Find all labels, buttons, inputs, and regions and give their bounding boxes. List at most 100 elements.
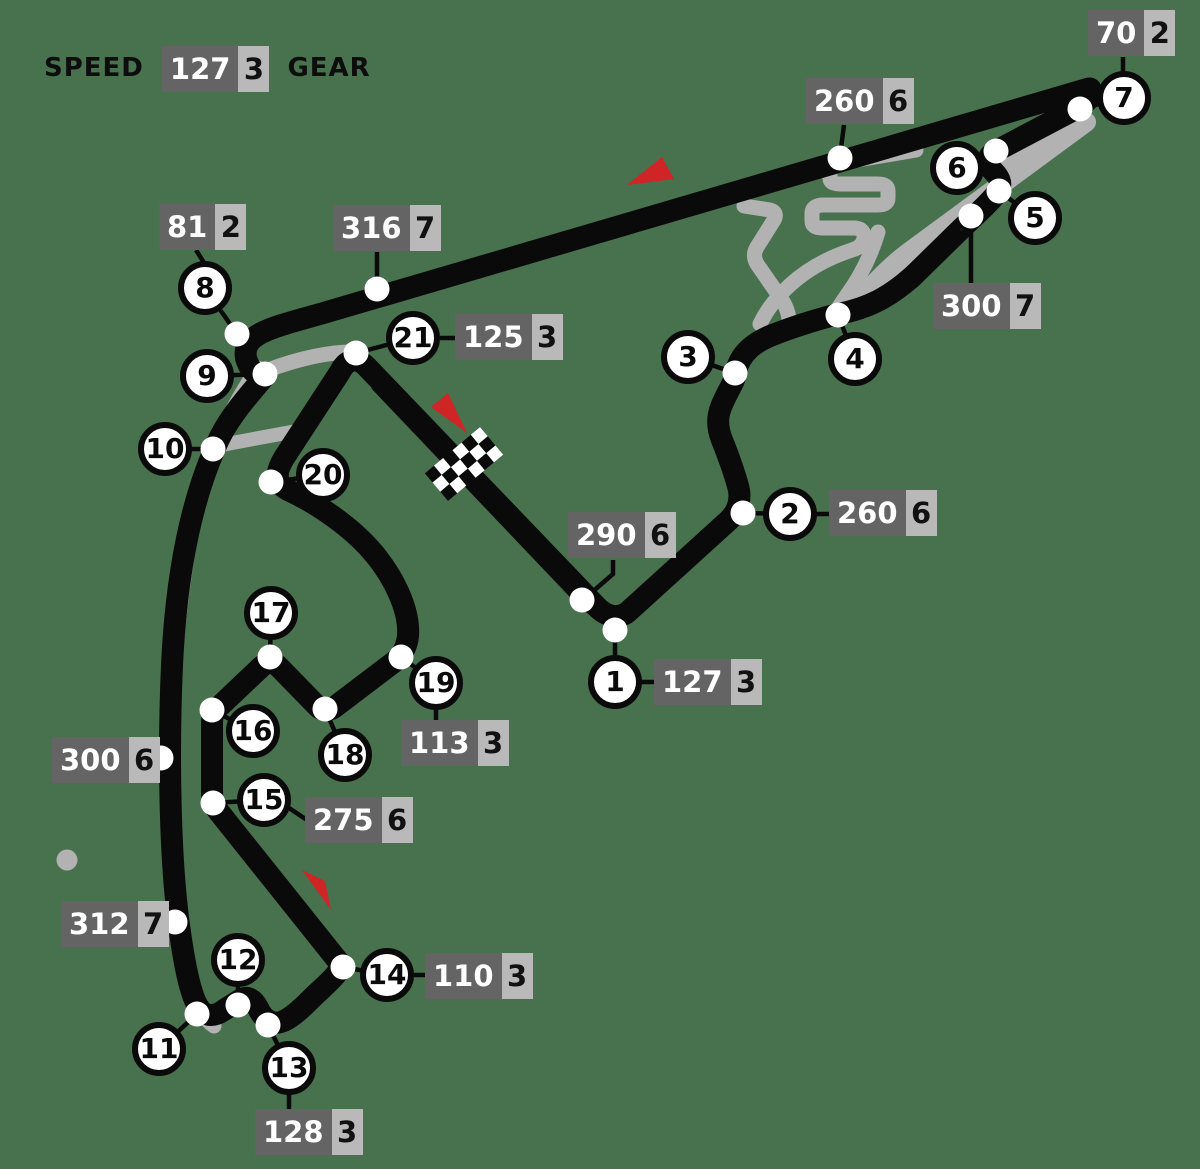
legend-gear-label: GEAR (287, 53, 371, 83)
speed-value: 127 (654, 659, 731, 705)
turn-apex-dot-1 (602, 617, 628, 643)
old-track-diagonal (846, 112, 1096, 315)
gear-value: 7 (409, 205, 441, 251)
turn-apex-dot-4 (825, 302, 851, 328)
gear-value: 3 (477, 720, 509, 766)
corner-marker-4[interactable]: 4 (828, 332, 882, 386)
connector-290 (581, 560, 616, 602)
gear-value: 3 (331, 1109, 363, 1155)
gear-value: 3 (501, 953, 533, 999)
corner-marker-18[interactable]: 18 (318, 728, 372, 782)
speed-value: 290 (568, 512, 645, 558)
checker-square (470, 427, 488, 444)
gear-value: 6 (644, 512, 676, 558)
turn-apex-dot-6 (983, 138, 1009, 164)
checker-square (477, 453, 494, 471)
legend-sample-box: 127 3 (161, 45, 270, 92)
turn-apex-dot-21 (343, 340, 369, 366)
corner-marker-2[interactable]: 2 (763, 487, 817, 541)
direction-arrow-sector3 (302, 870, 331, 910)
checker-square (432, 474, 450, 492)
speed-value: 81 (159, 204, 216, 250)
checker-square (434, 457, 451, 475)
checker-square (424, 465, 442, 483)
corner-marker-7[interactable]: 7 (1097, 71, 1151, 125)
corner-marker-20[interactable]: 20 (296, 448, 350, 502)
gear-value: 3 (730, 659, 762, 705)
legend-sample-gear: 3 (238, 45, 270, 92)
legend-speed-label: SPEED (44, 53, 144, 83)
checker-square (440, 484, 458, 501)
gear-value: 6 (128, 737, 160, 783)
checker-square (443, 450, 461, 468)
speed-point-dot-2 (364, 276, 390, 302)
old-track-maze-zigzag (736, 198, 797, 334)
speed-value: 316 (333, 205, 410, 251)
speed-value: 300 (52, 737, 129, 783)
gear-value: 2 (1144, 10, 1176, 56)
turn-apex-dot-2 (730, 500, 756, 526)
speed-value: 312 (61, 901, 138, 947)
gear-value: 6 (882, 78, 914, 124)
corner-marker-19[interactable]: 19 (409, 656, 463, 710)
legend: SPEED 127 3 GEAR (44, 45, 371, 92)
corner-marker-1[interactable]: 1 (588, 655, 642, 709)
legend-sample-speed: 127 (161, 45, 239, 92)
direction-arrow-start-finish (431, 393, 467, 433)
turn-apex-dot-12 (225, 992, 251, 1018)
gear-value: 6 (905, 490, 937, 536)
checker-square (486, 445, 504, 463)
corner-marker-6[interactable]: 6 (930, 141, 984, 195)
speed-value: 110 (425, 953, 502, 999)
checker-square (469, 443, 487, 461)
gear-value: 7 (137, 901, 169, 947)
checker-square (478, 436, 496, 454)
start-finish-checkered-flag (424, 427, 504, 501)
corner-marker-10[interactable]: 10 (138, 422, 192, 476)
turn-apex-dot-8 (224, 321, 250, 347)
corner-marker-13[interactable]: 13 (262, 1041, 316, 1095)
turn-apex-dot-3 (722, 360, 748, 386)
turn-apex-dot-10 (200, 436, 226, 462)
corner-marker-12[interactable]: 12 (211, 933, 265, 987)
corner-marker-16[interactable]: 16 (226, 704, 280, 758)
corner-marker-8[interactable]: 8 (178, 261, 232, 315)
turn-apex-dot-9 (252, 361, 278, 387)
checker-square (441, 467, 459, 485)
checker-square (452, 442, 470, 460)
speed-value: 275 (305, 797, 382, 843)
corner-marker-15[interactable]: 15 (237, 773, 291, 827)
corner-marker-11[interactable]: 11 (132, 1022, 186, 1076)
speed-value: 125 (455, 314, 532, 360)
speed-value: 300 (933, 283, 1010, 329)
checker-square (467, 460, 485, 478)
turn-apex-dot-13 (255, 1012, 281, 1038)
turn-apex-dot-7 (1067, 96, 1093, 122)
corner-marker-5[interactable]: 5 (1008, 191, 1062, 245)
turn-apex-dot-19 (388, 644, 414, 670)
corner-marker-3[interactable]: 3 (661, 330, 715, 384)
corner-marker-9[interactable]: 9 (180, 349, 234, 403)
turn-apex-dot-17 (257, 644, 283, 670)
corner-marker-17[interactable]: 17 (244, 586, 298, 640)
speed-point-dot-1 (827, 145, 853, 171)
direction-arrows (302, 157, 674, 910)
corner-marker-21[interactable]: 21 (386, 311, 440, 365)
corner-marker-14[interactable]: 14 (360, 948, 414, 1002)
